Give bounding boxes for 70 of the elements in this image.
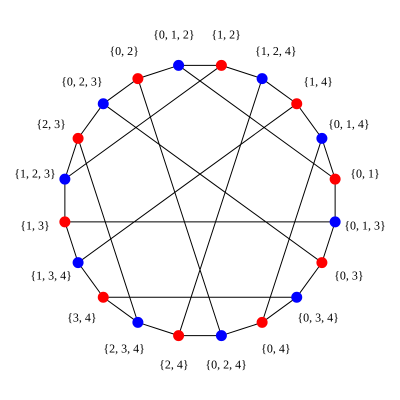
connector — [142, 66, 174, 77]
node-label: {0, 2, 3} — [61, 74, 103, 88]
node-circle — [72, 132, 84, 144]
connector — [183, 334, 217, 336]
node-label: {3, 4} — [67, 310, 97, 324]
node-circle — [72, 256, 84, 268]
connector — [263, 142, 321, 318]
connector — [107, 80, 134, 101]
connector — [180, 82, 262, 331]
node-label: {2, 3} — [36, 116, 66, 130]
node-label: {1, 4} — [303, 74, 333, 88]
connector — [139, 82, 220, 331]
connector — [106, 106, 318, 260]
node-label: {1, 2, 4} — [255, 43, 297, 58]
node-label: {2, 4} — [159, 357, 189, 372]
connector — [226, 66, 258, 78]
connector — [82, 106, 294, 260]
connector — [107, 299, 134, 320]
node-circle — [59, 216, 70, 227]
node-circle — [316, 132, 328, 144]
node-circle — [173, 330, 184, 341]
connector — [70, 220, 330, 222]
node-circle — [330, 173, 341, 184]
node-label: {0, 1, 2} — [153, 27, 195, 42]
node-label: {1, 2} — [211, 27, 241, 42]
connector — [299, 266, 320, 293]
node-label: {0, 1, 3} — [344, 218, 386, 232]
connector — [266, 299, 293, 320]
node-circle — [173, 59, 184, 70]
node-circle — [98, 291, 109, 302]
node-circle — [216, 59, 227, 70]
node-label: {0, 1, 4} — [328, 116, 370, 130]
node-label: {0, 4} — [261, 340, 291, 355]
connector — [68, 67, 218, 176]
connector — [142, 322, 174, 334]
connector — [322, 226, 334, 258]
node-label: {1, 3, 4} — [30, 268, 72, 282]
node-circle — [316, 256, 328, 268]
node-circle — [291, 98, 302, 109]
node-circle — [132, 316, 144, 328]
node-label: {0, 2, 4} — [205, 357, 247, 372]
connector — [323, 142, 334, 174]
connector — [183, 64, 217, 66]
node-circle — [330, 216, 341, 227]
node-label: {0, 1} — [350, 166, 380, 180]
node-circle — [98, 98, 109, 109]
node-circle — [291, 291, 302, 302]
connector — [64, 183, 66, 217]
connector — [266, 80, 293, 101]
node-label: {0, 3, 4} — [297, 310, 339, 324]
connector — [80, 266, 101, 293]
node-circle — [256, 316, 268, 328]
node-label: {1, 3} — [20, 218, 50, 232]
connector — [108, 296, 292, 298]
connector — [299, 107, 320, 134]
node-circle — [132, 72, 144, 84]
connector — [79, 142, 137, 318]
node-circle — [256, 72, 268, 84]
node-label: {1, 2, 3} — [14, 166, 56, 180]
node-label: {0, 3} — [334, 268, 364, 282]
connector — [80, 107, 101, 134]
connector — [182, 67, 332, 176]
node-circle — [216, 330, 227, 341]
node-label: {2, 3, 4} — [103, 340, 145, 355]
connector — [226, 323, 258, 334]
connector — [66, 226, 77, 258]
node-label: {0, 2} — [109, 43, 139, 58]
connector — [334, 183, 336, 217]
node-circle — [59, 173, 70, 184]
connector — [66, 142, 78, 174]
